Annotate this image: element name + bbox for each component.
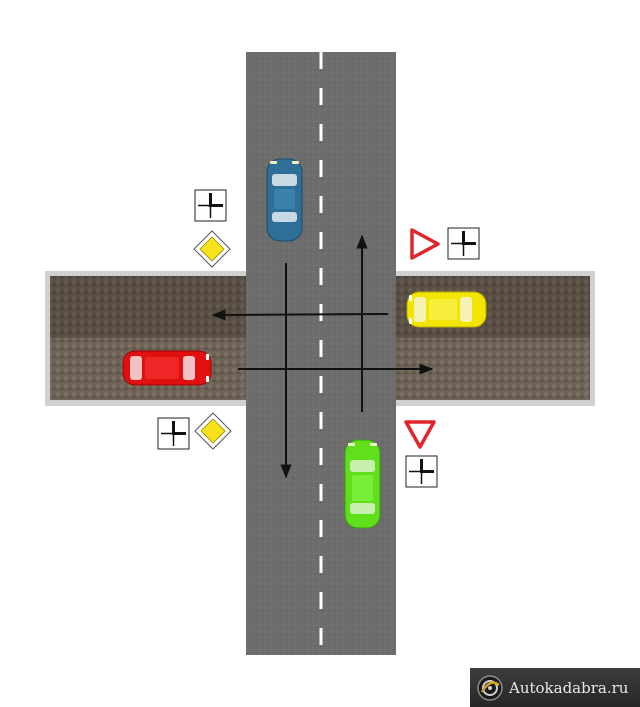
road-shape-plate-north xyxy=(194,189,227,222)
north-south-road xyxy=(246,52,396,655)
car-wheel-logo-icon xyxy=(477,674,503,701)
road-shape-plate-east xyxy=(447,227,480,260)
intersection-scene xyxy=(45,52,595,655)
priority-road-sign-north xyxy=(193,230,231,268)
yellow-car xyxy=(406,291,487,328)
priority-road-sign-south xyxy=(194,412,232,450)
watermark-text: Autokadabra.ru xyxy=(509,678,629,697)
green-car xyxy=(344,439,381,529)
yield-sign-south xyxy=(404,420,436,449)
red-car xyxy=(122,350,212,386)
yellow-car-trajectory-arrow xyxy=(211,309,389,321)
road-shape-plate-west xyxy=(157,417,190,450)
road-shape-plate-south xyxy=(405,455,438,488)
yield-sign-east xyxy=(410,228,440,260)
blue-car xyxy=(266,158,303,242)
watermark: Autokadabra.ru xyxy=(470,668,640,707)
trajectory-arrows xyxy=(211,234,434,479)
